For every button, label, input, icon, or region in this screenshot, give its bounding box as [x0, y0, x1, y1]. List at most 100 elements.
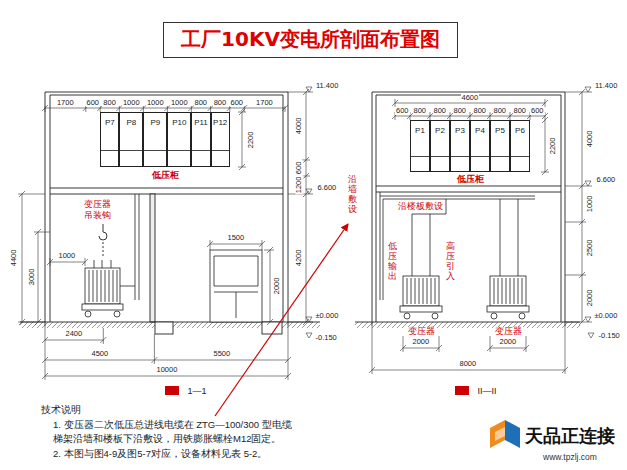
equipment-label: 低压柜: [151, 171, 180, 180]
logo-icon: [495, 427, 505, 441]
panel-number: P8: [120, 113, 142, 127]
building-outline: [20, 92, 580, 334]
dimension-label: 1000: [122, 99, 141, 107]
transformer-symbol: [82, 304, 123, 310]
dimension-label: 2000: [586, 289, 594, 308]
dimension-line: [42, 105, 288, 111]
panel-number: P1: [411, 121, 429, 135]
transformer-symbol: [400, 306, 442, 312]
transformer-symbol: [94, 260, 111, 268]
dimension-label: 600: [395, 107, 410, 115]
transformer-symbol: [407, 278, 435, 304]
cable-tray: [500, 199, 518, 276]
cable-tray: [120, 194, 139, 300]
dimension-line: [42, 326, 291, 380]
dimension-label: 800: [473, 107, 488, 115]
panel-number: P2: [431, 121, 449, 135]
dimension-label: 600: [230, 99, 245, 107]
level-mark: [288, 92, 313, 322]
section-marker: [165, 386, 179, 395]
equipment-label: 变压器: [407, 327, 436, 336]
switchgear-panel: P12: [211, 112, 230, 167]
level-label: ±0.000: [315, 312, 340, 320]
panel-number: P12: [212, 113, 229, 127]
switchgear-panel: P9: [143, 112, 167, 167]
switchgear-panel: P11: [191, 112, 210, 167]
dimension-label: 10000: [156, 366, 179, 374]
dimension-label: 4600: [461, 94, 480, 102]
dimension-label: 3000: [28, 268, 36, 287]
switchgear-panel: P2: [430, 120, 450, 172]
transformer-symbol: [85, 311, 91, 317]
watermark-text: 天品正连接: [524, 427, 616, 446]
dimension-label: 8000: [459, 360, 478, 368]
transformer-symbol: [491, 313, 497, 319]
switchgear-panel: P4: [470, 120, 490, 172]
dimension-label: 5500: [213, 350, 232, 358]
switchgear-panel: P10: [167, 112, 191, 167]
dimension-label: 2200: [549, 137, 557, 156]
level-label: -0.150: [598, 332, 621, 340]
cable-tray: [380, 192, 535, 300]
level-mark: [306, 87, 312, 338]
transformer-symbol: [89, 270, 117, 302]
transformer-symbol: [404, 313, 410, 319]
panel-number: P3: [451, 121, 469, 135]
dimension-label: 1000: [586, 195, 594, 214]
transformer-symbol: [82, 260, 529, 319]
panel-number: P4: [471, 121, 489, 135]
lifting-hook: [99, 224, 107, 240]
dimension-label: 600: [295, 161, 303, 176]
transformer-symbol: [490, 276, 526, 306]
dimension-label: 1700: [255, 99, 274, 107]
switchgear-panel: P6: [510, 120, 530, 172]
section-label: 1—1: [187, 387, 208, 396]
level-mark: [288, 87, 594, 338]
dimension-label: 4400: [10, 249, 18, 268]
dimension-line: [487, 336, 529, 352]
dimension-label: 4000: [586, 130, 594, 149]
dimension-line: [42, 328, 106, 344]
panel-number: P11: [192, 113, 209, 127]
note-text: 1. 变压器二次低压总进线电缆在 ZTG—100/300 型电缆 梯架沿墙和楼板…: [52, 418, 299, 446]
note-text: 2. 本图与图4-9及图5-7对应，设备材料见表 5-2。: [52, 448, 268, 460]
section-marker: [165, 386, 469, 395]
transformer-symbol: [519, 313, 525, 319]
dimension-label: 2400: [65, 330, 84, 338]
cable-tray: [120, 192, 535, 300]
building-outline: [150, 194, 155, 322]
section-label: II—II: [477, 387, 498, 396]
leader-arrow: [215, 224, 348, 416]
dimension-line: [541, 117, 549, 175]
building-outline: [45, 92, 288, 326]
transformer-symbol: [432, 313, 438, 319]
dimension-line: [18, 191, 45, 325]
section-marker: [455, 386, 469, 395]
switchgear-symbol: [210, 250, 262, 322]
dimension-label: 4500: [91, 350, 110, 358]
dimension-line: [400, 336, 442, 352]
cable-route-label: 高压引入: [445, 242, 456, 282]
lifting-hook: [99, 224, 107, 258]
logo-icon: [490, 420, 520, 448]
equipment-label: 低压柜: [456, 175, 485, 184]
equipment-label: 变压器 吊装钩: [83, 199, 114, 221]
switchgear-panel: P7: [100, 112, 119, 167]
transformer-symbol: [494, 278, 522, 304]
dimension-label: 800: [453, 107, 468, 115]
title-box: 工厂10KV变电所剖面布置图: [163, 22, 458, 58]
transformer-symbol: [487, 306, 529, 312]
dimension-line: [34, 229, 50, 325]
level-label: -0.150: [315, 334, 338, 342]
watermark-text: www.tpzlj.com: [542, 453, 598, 462]
cable-route-label: 沿墙敷设: [347, 175, 358, 215]
dimension-label: 800: [513, 107, 528, 115]
level-label: 11.400: [315, 82, 339, 90]
dimension-label: 800: [413, 107, 428, 115]
dimension-label: 800: [194, 99, 209, 107]
logo-icon: [505, 420, 520, 448]
panel-number: P9: [144, 113, 166, 127]
dimension-label: 2000: [273, 277, 281, 296]
dimension-label: 800: [102, 99, 117, 107]
